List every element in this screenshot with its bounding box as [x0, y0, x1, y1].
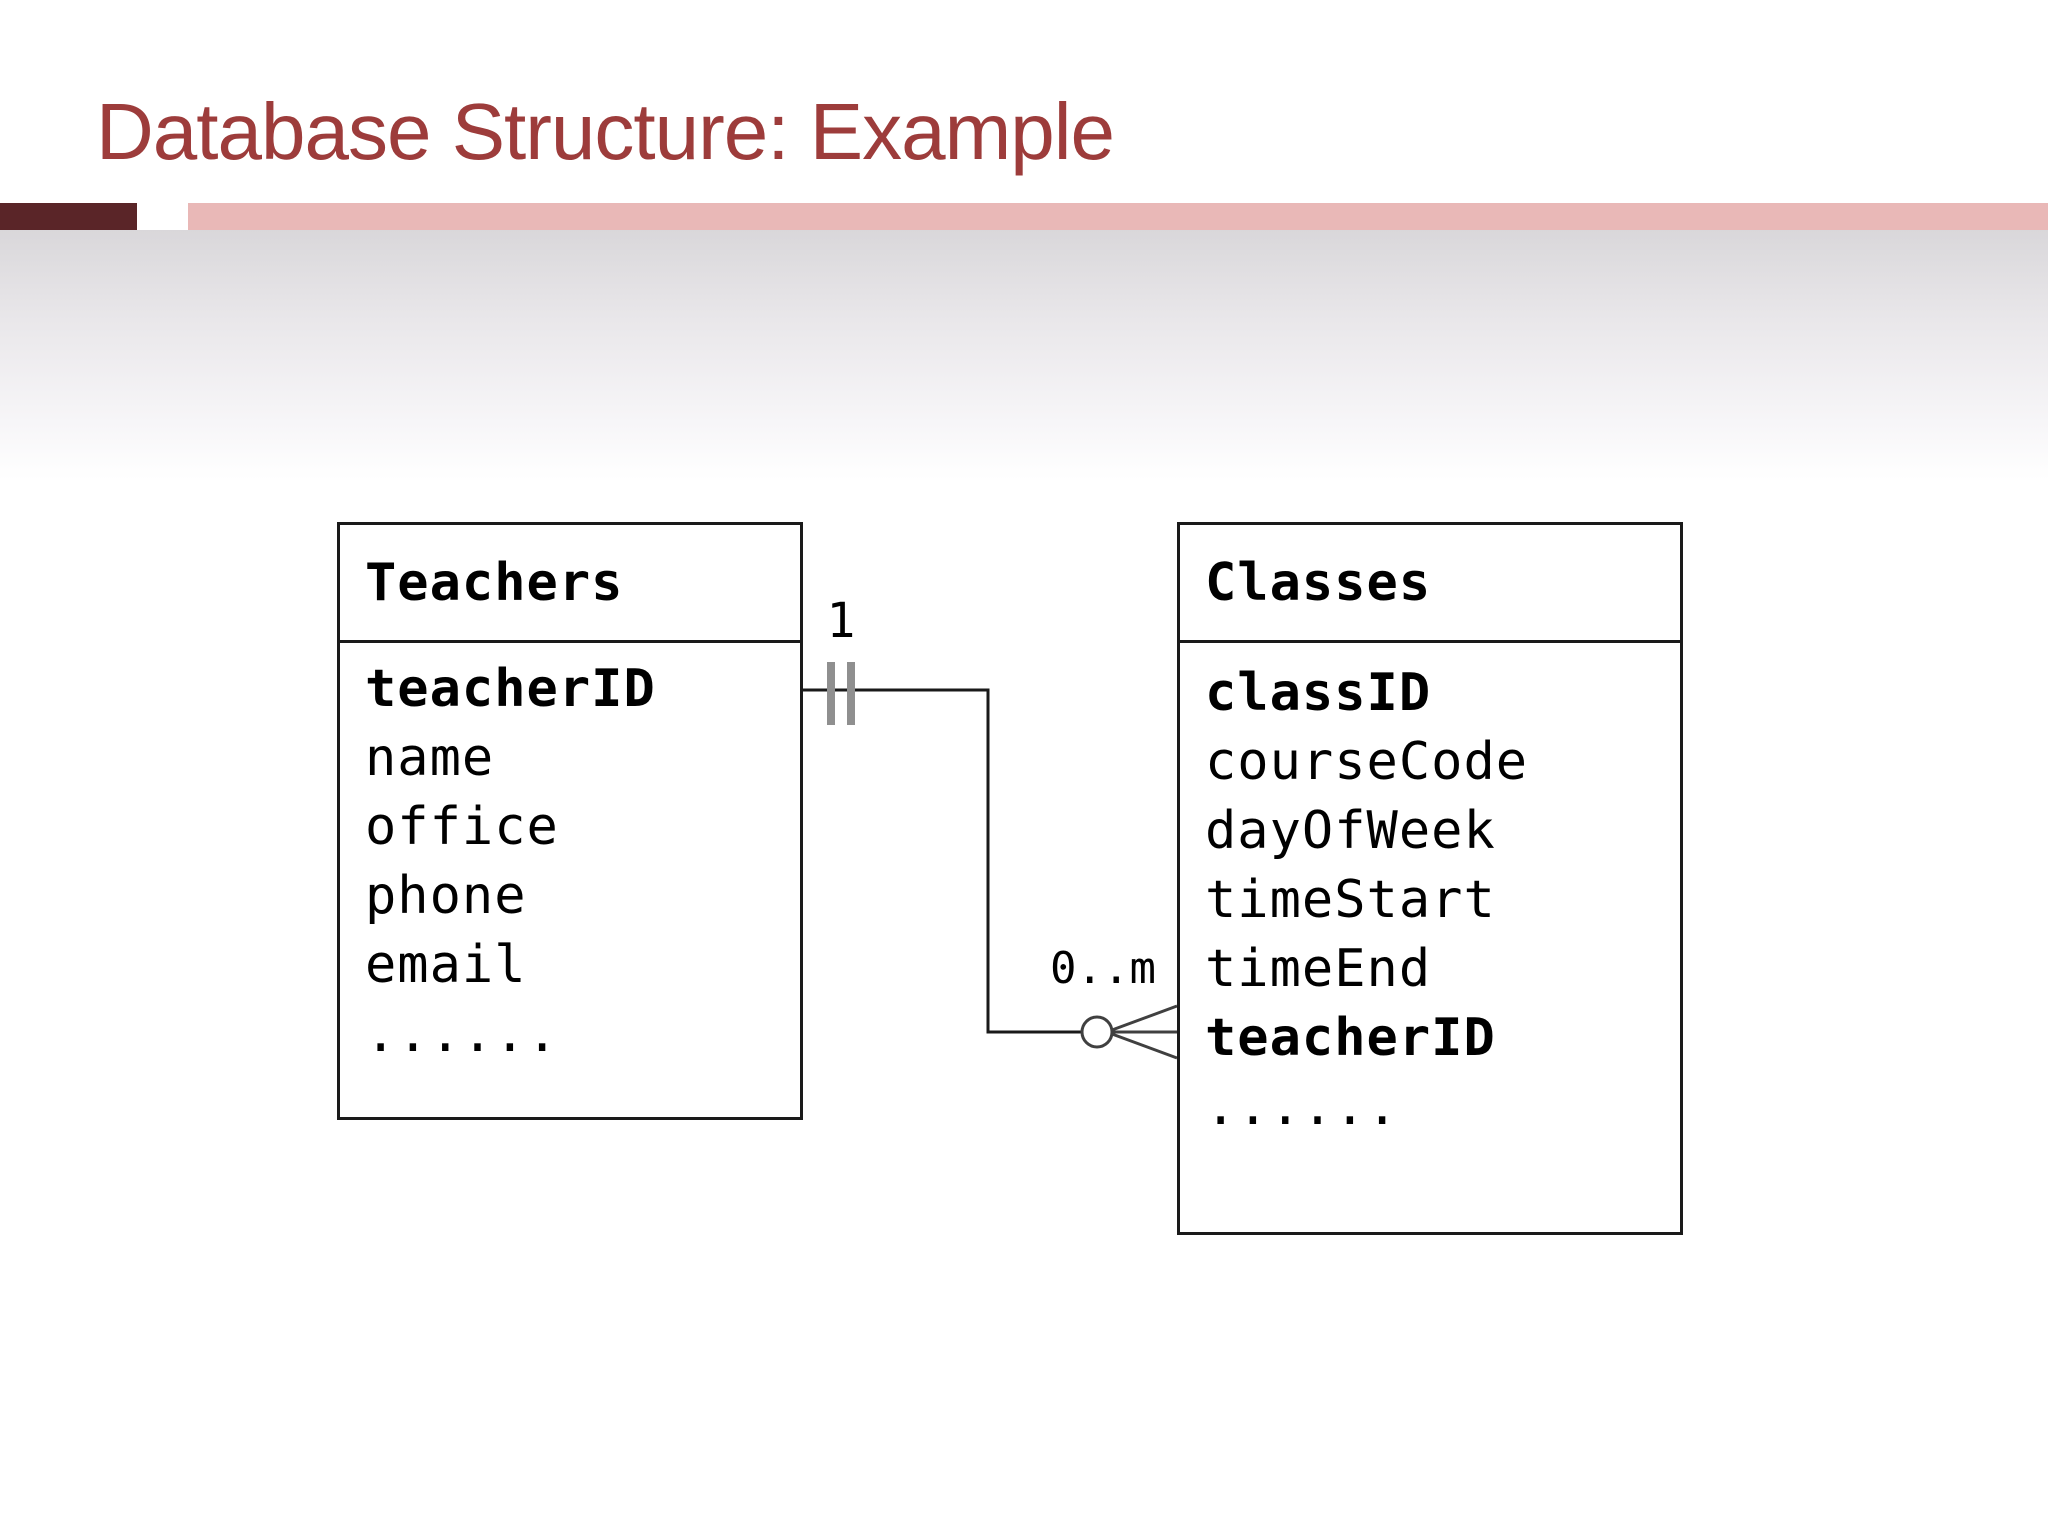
table-classes-name: Classes — [1180, 525, 1680, 643]
classes-field-timeend: timeEnd — [1205, 939, 1432, 999]
teachers-field-office: office — [365, 797, 559, 857]
table-teachers-fields: teacherID name office phone email ...... — [340, 643, 800, 1069]
classes-field-dayofweek: dayOfWeek — [1205, 801, 1496, 861]
table-teachers-name: Teachers — [340, 525, 800, 643]
slide-title: Database Structure: Example — [96, 87, 1115, 176]
teachers-field-phone: phone — [365, 866, 527, 926]
accent-bar-pink — [188, 203, 2048, 230]
teachers-field-name: name — [365, 728, 495, 788]
table-teachers: Teachers teacherID name office phone ema… — [337, 522, 803, 1120]
cardinality-label-one: 1 — [826, 593, 856, 649]
table-classes-fields: classID courseCode dayOfWeek timeStart t… — [1180, 643, 1680, 1142]
classes-field-classid: classID — [1205, 663, 1432, 723]
classes-field-timestart: timeStart — [1205, 870, 1496, 930]
cardinality-label-many: 0..m — [1050, 943, 1156, 994]
teachers-field-ellipsis: ...... — [365, 1004, 559, 1064]
table-classes: Classes classID courseCode dayOfWeek tim… — [1177, 522, 1683, 1235]
classes-field-ellipsis: ...... — [1205, 1077, 1399, 1137]
classes-field-coursecode: courseCode — [1205, 732, 1529, 792]
teachers-field-teacherid: teacherID — [365, 659, 656, 719]
classes-field-teacherid: teacherID — [1205, 1008, 1496, 1068]
teachers-field-email: email — [365, 935, 527, 995]
background-gradient — [0, 230, 2048, 1536]
accent-bar-dark-block — [0, 203, 137, 230]
